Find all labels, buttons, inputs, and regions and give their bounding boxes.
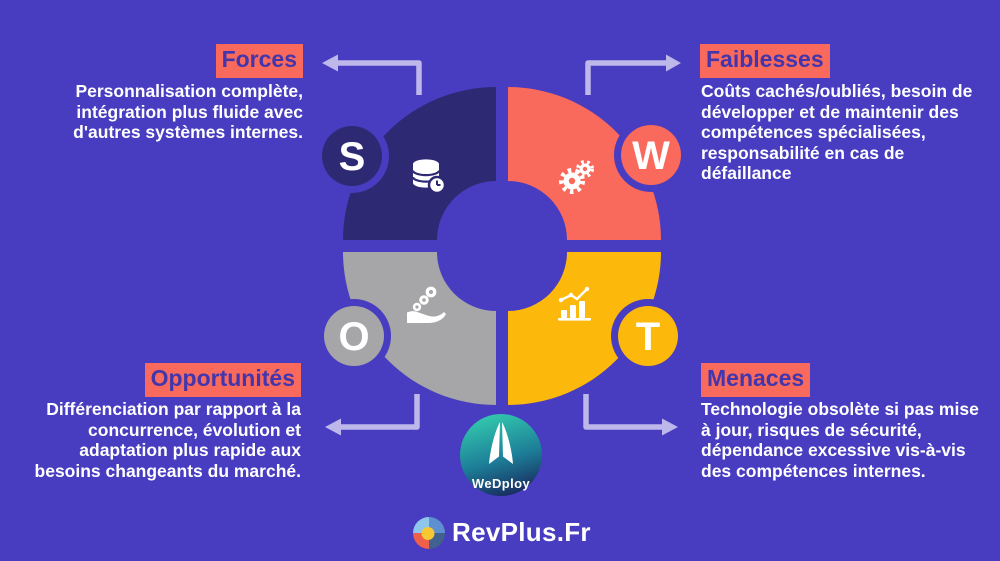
wedploy-wordmark: WeDploy [472,476,531,491]
forces-arrow [322,54,422,95]
hand-coins-icon [407,286,446,323]
menaces-description: Technologie obsolète si pas mise à jour,… [701,399,979,481]
revplus-wordmark: RevPlus.Fr [452,517,591,547]
wedploy-logo: WeDploy [460,414,542,496]
opportunites-arrow [325,394,420,436]
opportunities-letter: O [338,315,369,359]
revplus-pie-icon [413,517,445,549]
wedploy-arrow-icon [489,422,500,464]
faiblesses-arrow [585,54,681,95]
quadrant-threats [508,252,661,405]
strengths-badge [322,126,382,186]
weaknesses-badge [621,125,681,185]
quadrant-opportunities [343,252,496,405]
menaces-label: Menaces [701,363,811,397]
gears-icon [559,160,594,194]
growth-chart-icon [558,286,591,321]
opportunities-badge [324,306,384,366]
database-clock-icon [411,159,447,195]
wedploy-arrow-icon [502,422,513,464]
threats-badge [618,306,678,366]
faiblesses-label: Faiblesses [700,44,830,78]
quadrant-weaknesses [508,87,661,240]
menaces-arrow [583,394,678,436]
weaknesses-letter: W [632,134,670,178]
opportunites-description: Différenciation par rapport à la concurr… [34,399,301,481]
forces-description: Personnalisation complète, intégration p… [73,81,303,142]
threats-letter: T [636,315,660,359]
faiblesses-description: Coûts cachés/oubliés, besoin de développ… [701,81,973,183]
strengths-letter: S [339,135,366,179]
opportunites-label: Opportunités [144,363,301,397]
forces-label: Forces [215,44,303,78]
